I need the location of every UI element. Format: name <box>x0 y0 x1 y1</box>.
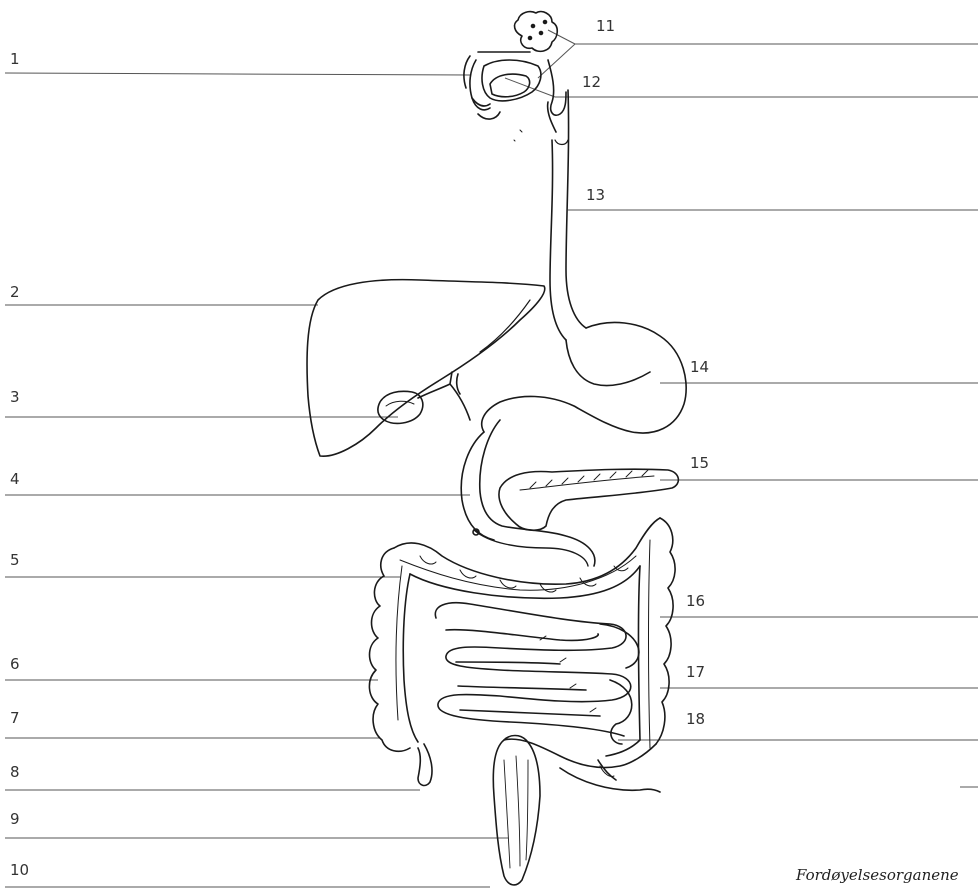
leader-line-11b <box>538 44 575 78</box>
right-leader-lines <box>505 30 978 787</box>
label-12: 12 <box>582 75 601 90</box>
bile-duct <box>418 372 470 420</box>
label-2: 2 <box>10 285 20 300</box>
descending-colon <box>639 518 676 744</box>
label-4: 4 <box>10 472 20 487</box>
label-7: 7 <box>10 711 20 726</box>
leader-line-1 <box>5 73 470 75</box>
pancreas <box>499 469 678 530</box>
lips <box>472 98 500 119</box>
small-intestine <box>435 603 630 736</box>
label-3: 3 <box>10 390 20 405</box>
small-intestine-loop <box>600 624 639 744</box>
liver <box>307 280 545 457</box>
label-15: 15 <box>690 456 709 471</box>
appendix <box>418 744 432 785</box>
label-14: 14 <box>690 360 709 375</box>
pharynx <box>548 60 566 132</box>
duodenum <box>461 420 595 566</box>
label-10: 10 <box>10 863 29 878</box>
label-16: 16 <box>686 594 705 609</box>
rectum <box>493 736 540 885</box>
label-17: 17 <box>686 665 705 680</box>
diagram-caption: Fordøyelsesorganene <box>796 866 959 884</box>
label-1: 1 <box>10 52 20 67</box>
label-8: 8 <box>10 765 20 780</box>
stomach <box>482 322 686 433</box>
label-18: 18 <box>686 712 705 727</box>
label-5: 5 <box>10 553 20 568</box>
label-11: 11 <box>596 19 615 34</box>
label-6: 6 <box>10 657 20 672</box>
label-9: 9 <box>10 812 20 827</box>
esophagus <box>550 90 586 340</box>
ascending-colon <box>369 548 418 751</box>
label-13: 13 <box>586 188 605 203</box>
sigmoid-colon <box>504 739 660 792</box>
